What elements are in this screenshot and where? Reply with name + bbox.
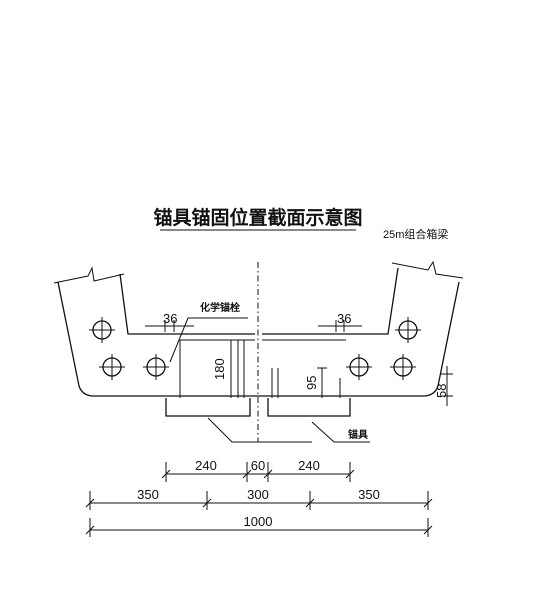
dim-95: 95 [304,376,319,390]
anchor-label: 锚具 [348,428,368,441]
left-anchor-plate [165,398,251,417]
drawing-subtitle: 25m组合箱梁 [383,227,448,241]
left-web [119,273,255,335]
right-web [262,267,399,335]
dim-36-right: 36 [337,311,351,326]
dim-1000: 1000 [244,514,273,529]
bolt-upper-right [395,317,421,343]
dim-180: 180 [212,358,227,380]
left-break-line [53,266,125,284]
dim-58: 58 [434,384,449,398]
bolt-lower-right [390,354,416,380]
drawing-title: 锚具锚固位置截面示意图 [153,206,362,229]
dim-240-right: 240 [298,458,320,473]
right-anchor-plate [267,398,351,417]
dim-350-right: 350 [358,487,380,502]
bolt-lower-right-inner [346,354,372,380]
bolt-lower-left-inner [143,354,169,380]
girder-outline [57,281,460,397]
dim-240-left: 240 [195,458,217,473]
bolt-lower-left [99,354,125,380]
anchor-leader-left [207,417,312,443]
chemical-anchor-label: 化学锚栓 [200,301,240,314]
dim-60: 60 [251,458,265,473]
right-break-line [391,260,464,279]
dim-36-left: 36 [163,311,177,326]
dim-300: 300 [247,487,269,502]
bolt-upper-left [89,317,115,343]
chemical-anchor-leader [169,317,248,363]
dim-350-left: 350 [137,487,159,502]
anchor-leader-right [311,421,370,443]
